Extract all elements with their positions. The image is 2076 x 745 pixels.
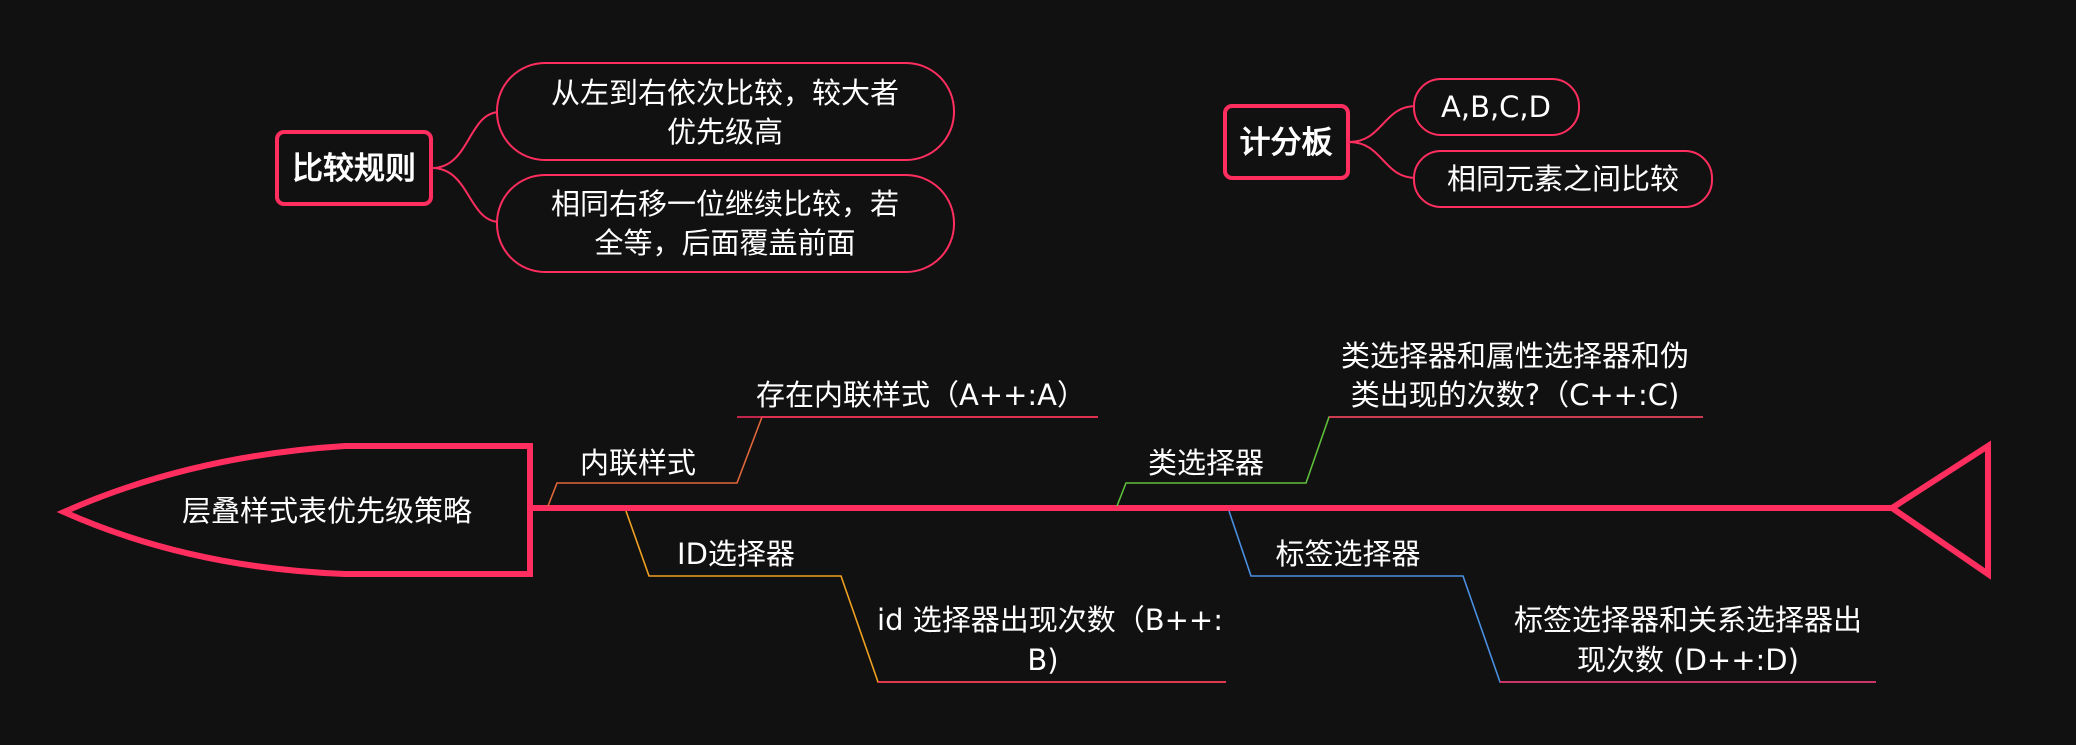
branch-id-label[interactable]: ID选择器 bbox=[677, 537, 795, 571]
branch-id-detail-line-1[interactable]: id 选择器出现次数（B++: bbox=[877, 603, 1223, 637]
connector-score-1 bbox=[1348, 105, 1417, 143]
rule-1-line-1: 从左到右依次比较，较大者 bbox=[551, 76, 899, 110]
scoreboard-title-box[interactable] bbox=[1223, 104, 1350, 180]
comparison-rules-title: 比较规则 bbox=[292, 151, 416, 187]
branch-class-label[interactable]: 类选择器 bbox=[1148, 446, 1264, 480]
branch-class-detail-line-2[interactable]: 类出现的次数?（C++:C) bbox=[1351, 378, 1680, 412]
score-node-2[interactable] bbox=[1413, 150, 1713, 208]
fishbone-tail bbox=[1886, 440, 1991, 580]
branch-tag-detail-line-1[interactable]: 标签选择器和关系选择器出 bbox=[1514, 603, 1862, 637]
score-item-2: 相同元素之间比较 bbox=[1447, 162, 1679, 196]
scoreboard-title: 计分板 bbox=[1240, 125, 1333, 161]
branch-id-detail-line-2[interactable]: B) bbox=[1027, 643, 1058, 677]
branch-class-detail-line-1[interactable]: 类选择器和属性选择器和伪 bbox=[1341, 339, 1689, 373]
branch-tag-detail-line-2[interactable]: 现次数 (D++:D) bbox=[1577, 643, 1799, 677]
connector-score-2 bbox=[1348, 141, 1417, 179]
branch-tag-label[interactable]: 标签选择器 bbox=[1275, 537, 1420, 571]
scoreboard-group: 计分板 A,B,C,D 相同元素之间比较 bbox=[1223, 78, 1713, 208]
branch-inline-label[interactable]: 内联样式 bbox=[580, 446, 696, 480]
connector-rule-1 bbox=[431, 111, 501, 169]
score-node-1[interactable] bbox=[1413, 78, 1580, 136]
comparison-rules-group: 比较规则 从左到右依次比较，较大者 优先级高 相同右移一位继续比较，若 全等，后… bbox=[275, 62, 955, 273]
fishbone-head[interactable] bbox=[56, 443, 533, 577]
fishbone-group: 层叠样式表优先级策略 内联样式 存在内联样式（A++:A） ID选择器 id 选… bbox=[56, 339, 1991, 683]
score-item-1: A,B,C,D bbox=[1441, 90, 1551, 124]
rule-2-line-2: 全等，后面覆盖前面 bbox=[594, 226, 855, 260]
rule-node-1[interactable] bbox=[496, 62, 955, 161]
fishbone-head-label: 层叠样式表优先级策略 bbox=[182, 494, 472, 528]
connector-rule-2 bbox=[431, 167, 501, 223]
comparison-rules-title-box[interactable] bbox=[275, 130, 433, 206]
rule-1-line-2: 优先级高 bbox=[667, 115, 783, 149]
branch-inline-detail[interactable]: 存在内联样式（A++:A） bbox=[756, 378, 1086, 412]
rule-2-line-1: 相同右移一位继续比较，若 bbox=[551, 187, 899, 221]
rule-node-2[interactable] bbox=[496, 174, 955, 273]
